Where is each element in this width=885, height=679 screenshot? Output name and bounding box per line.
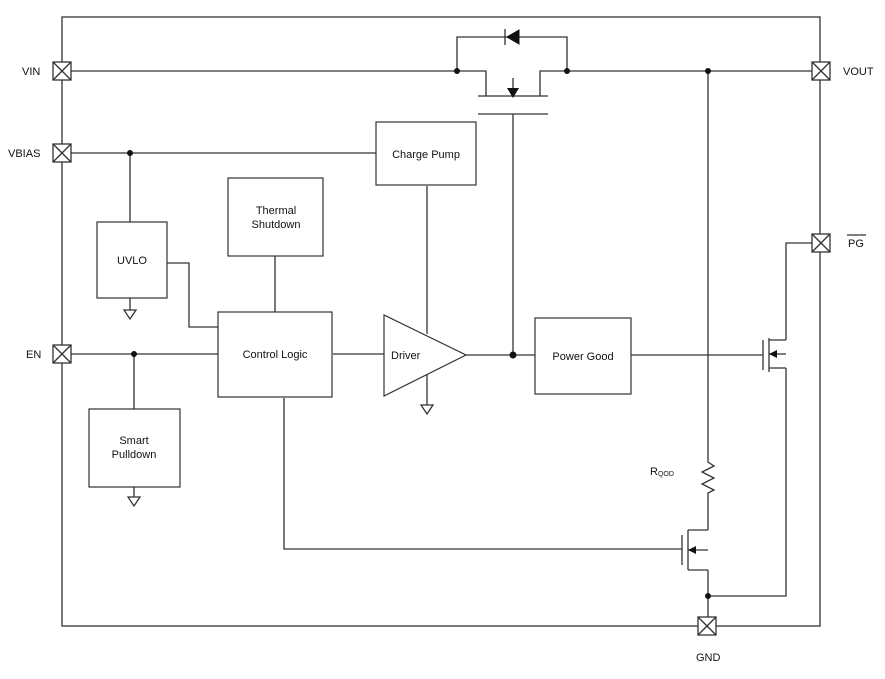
pin-vin-label: VIN xyxy=(22,66,40,78)
pass-fet-arrow-icon xyxy=(507,88,519,98)
thermal-shutdown-label-1: Thermal xyxy=(256,205,296,217)
pin-vout[interactable] xyxy=(811,61,831,81)
driver-amplifier xyxy=(383,314,468,397)
thermal-shutdown-label-2: Shutdown xyxy=(252,219,301,231)
wires xyxy=(71,36,812,617)
resistor-qod-icon xyxy=(700,458,716,496)
pin-vbias[interactable] xyxy=(52,143,72,163)
reverse-diode-icon xyxy=(504,29,520,45)
ground-icon xyxy=(122,309,138,321)
pg-mosfet-icon xyxy=(762,338,786,372)
power-good-block xyxy=(534,317,632,395)
driver-label: Driver xyxy=(391,350,421,362)
smart-pulldown-label-1: Smart xyxy=(119,435,148,447)
pin-vbias-label: VBIAS xyxy=(8,148,40,160)
power-good-label: Power Good xyxy=(552,351,613,363)
pin-gnd[interactable] xyxy=(697,616,717,636)
pin-en-label: EN xyxy=(26,349,41,361)
thermal-shutdown-block xyxy=(227,177,324,257)
ground-icon xyxy=(126,496,142,508)
ic-outline xyxy=(61,16,821,627)
smart-pulldown-label-2: Pulldown xyxy=(112,449,157,461)
pin-pg[interactable] xyxy=(811,233,831,253)
uvlo-label: UVLO xyxy=(117,255,147,267)
pin-gnd-label: GND xyxy=(696,652,721,664)
junction-dots xyxy=(127,68,711,599)
control-logic-block xyxy=(217,311,333,398)
qod-mosfet-icon xyxy=(681,529,708,571)
control-logic-label: Control Logic xyxy=(243,349,308,361)
pin-pg-label: PG xyxy=(848,238,864,250)
charge-pump-block xyxy=(375,121,477,186)
pin-vout-label: VOUT xyxy=(843,66,874,78)
ground-icon xyxy=(419,404,435,416)
charge-pump-label: Charge Pump xyxy=(392,149,460,161)
pin-en[interactable] xyxy=(52,344,72,364)
smart-pulldown-block xyxy=(88,408,181,488)
pin-vin[interactable] xyxy=(52,61,72,81)
uvlo-block xyxy=(96,221,168,299)
resistor-qod-label: RQOD xyxy=(650,466,674,478)
